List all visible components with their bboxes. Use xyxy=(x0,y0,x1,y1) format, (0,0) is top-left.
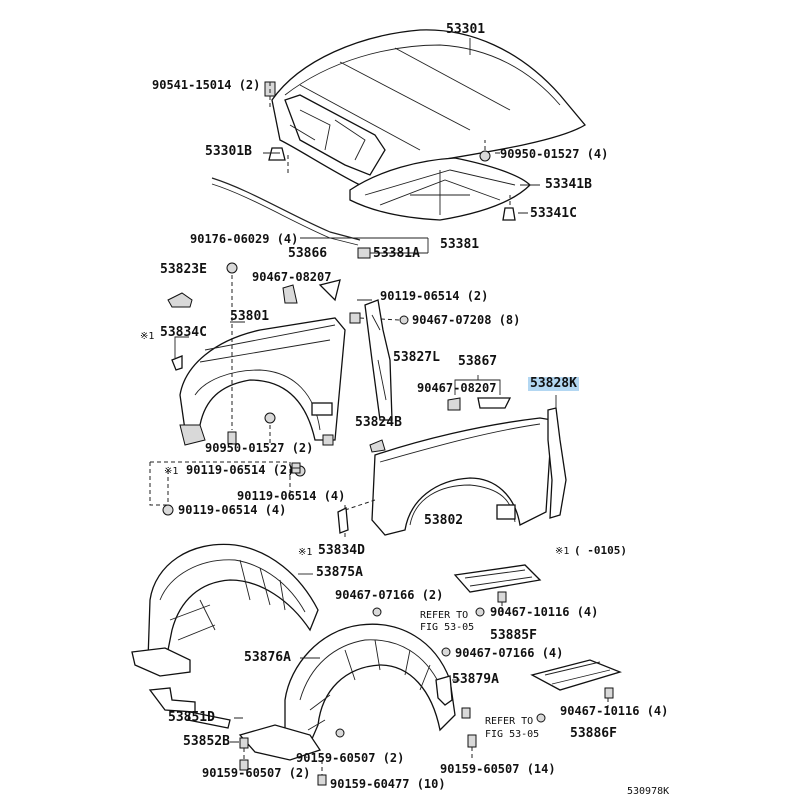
label-53852b[interactable]: 53852B xyxy=(183,734,230,749)
label-53341c[interactable]: 53341C xyxy=(530,206,577,221)
label-90159-60477[interactable]: 90159-60477 (10) xyxy=(330,777,446,791)
label-90159-60507-b[interactable]: 90159-60507 (2) xyxy=(296,751,405,765)
label-90119-06514-four[interactable]: 90119-06514 (4) xyxy=(237,489,346,503)
refer-note-1-line1: REFER TO xyxy=(420,610,469,621)
undercover-53886f xyxy=(530,659,622,691)
label-90467-10116-b[interactable]: 90467-10116 (4) xyxy=(560,704,669,718)
label-53875a[interactable]: 53875A xyxy=(316,565,363,580)
label-53828k-highlighted[interactable]: 53828K xyxy=(528,376,579,391)
label-53381[interactable]: 53381 xyxy=(440,237,480,252)
hood-panel xyxy=(271,29,586,186)
clip-53867 xyxy=(477,397,512,409)
label-53879a[interactable]: 53879A xyxy=(452,672,499,687)
label-90467-07166-b[interactable]: 90467-07166 (4) xyxy=(455,646,564,660)
label-53886f[interactable]: 53886F xyxy=(570,726,617,741)
label-53801[interactable]: 53801 xyxy=(230,309,270,324)
bracket-53851d xyxy=(148,687,196,713)
label-90467-10116-a[interactable]: 90467-10116 (4) xyxy=(490,605,599,619)
marker-53834d: ※1 xyxy=(298,547,313,558)
seal-53828k xyxy=(547,407,567,519)
label-90176-06029[interactable]: 90176-06029 (4) xyxy=(190,232,299,246)
label-90950-01527-mid[interactable]: 90950-01527 (2) xyxy=(205,441,314,455)
apron-seal-53827l xyxy=(364,299,393,421)
label-53867[interactable]: 53867 xyxy=(458,354,498,369)
label-90159-60507-c[interactable]: 90159-60507 (14) xyxy=(440,762,556,776)
left-fender-liner xyxy=(131,543,319,677)
bracket-53866 xyxy=(282,284,298,304)
label-53834c[interactable]: 53834C xyxy=(160,325,207,340)
label-53876a[interactable]: 53876A xyxy=(244,650,291,665)
label-53802[interactable]: 53802 xyxy=(424,513,464,528)
label-53824b[interactable]: 53824B xyxy=(355,415,402,430)
figure-code: 530978K xyxy=(627,786,670,797)
note-marker: ※1 xyxy=(555,546,570,557)
label-53834d[interactable]: 53834D xyxy=(318,543,365,558)
refer-note-1-line2: FIG 53-05 xyxy=(420,622,475,633)
label-53301[interactable]: 53301 xyxy=(446,22,486,37)
bracket-53852b xyxy=(187,711,231,729)
label-90467-08207-a[interactable]: 90467-08207 xyxy=(252,270,332,284)
label-90467-07208[interactable]: 90467-07208 (8) xyxy=(412,313,521,327)
label-53827l[interactable]: 53827L xyxy=(393,350,440,365)
label-90950-01527-top[interactable]: 90950-01527 (4) xyxy=(500,147,609,161)
marker-90119-mid: ※1 xyxy=(164,466,179,477)
label-53301b[interactable]: 53301B xyxy=(205,144,252,159)
undercover-53885f xyxy=(453,564,542,593)
right-fender xyxy=(371,417,553,536)
left-fender xyxy=(179,317,346,446)
liner-fasteners xyxy=(239,591,614,786)
label-53851d[interactable]: 53851D xyxy=(168,710,215,725)
hood-seal-strip xyxy=(211,177,361,241)
label-90541-15014[interactable]: 90541-15014 (2) xyxy=(152,78,261,92)
label-90119-06514-top[interactable]: 90119-06514 (2) xyxy=(380,289,489,303)
refer-note-2-line2: FIG 53-05 xyxy=(485,729,540,740)
label-90159-60507-a[interactable]: 90159-60507 (2) xyxy=(202,766,311,780)
label-53341b[interactable]: 53341B xyxy=(545,177,592,192)
refer-note-2-line1: REFER TO xyxy=(485,716,534,727)
marker-53834c: ※1 xyxy=(140,331,155,342)
bracket-53824b xyxy=(369,439,386,453)
label-53885f[interactable]: 53885F xyxy=(490,628,537,643)
bracket-53823e xyxy=(167,292,193,308)
hood-clips xyxy=(264,81,516,259)
label-90467-08207-b[interactable]: 90467-08207 xyxy=(417,381,497,395)
note-range: ( -0105) xyxy=(574,544,627,557)
right-fender-liner xyxy=(238,623,456,761)
label-90119-06514-mid[interactable]: 90119-06514 (2) xyxy=(186,463,295,477)
label-53823e[interactable]: 53823E xyxy=(160,262,207,277)
label-53866[interactable]: 53866 xyxy=(288,246,328,261)
label-90467-07166-a[interactable]: 90467-07166 (2) xyxy=(335,588,444,602)
label-90119-06514-bottom[interactable]: 90119-06514 (4) xyxy=(178,503,287,517)
label-53381a[interactable]: 53381A xyxy=(373,246,420,261)
